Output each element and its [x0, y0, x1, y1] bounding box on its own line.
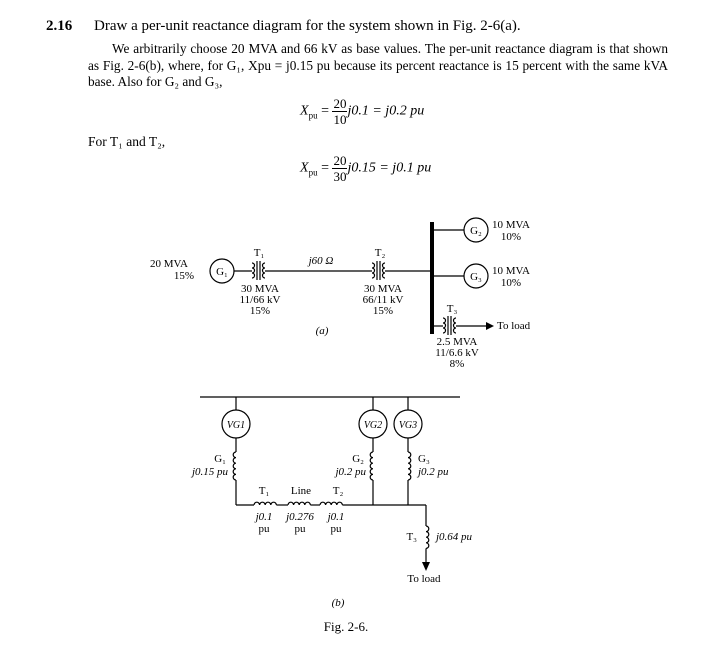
g3-reactance: 10% [501, 277, 521, 289]
vg3-source-circle [393, 409, 423, 439]
t1-symbol-b: T₁ [259, 485, 270, 497]
g1-symbol-a: G₁ [216, 266, 228, 278]
t2-voltage: 66/11 kV [363, 294, 404, 306]
g1-generator-circle [209, 258, 235, 284]
vg2-label: VG2 [364, 420, 382, 431]
eq1-lhs: X [300, 103, 309, 119]
figure-caption: Fig. 2-6. [324, 619, 368, 634]
t1-voltage: 11/66 kV [240, 294, 281, 306]
t3-secondary-coil [452, 317, 457, 334]
g3-generator-circle [463, 263, 489, 289]
equation-2: Xpu = 20 30 j0.15 = j0.1 pu [300, 153, 431, 184]
g2-reactance: 10% [501, 231, 521, 243]
t3-symbol-a: T₃ [447, 303, 458, 315]
eq2-equals: = [321, 160, 329, 176]
t1-reactance: 15% [250, 305, 270, 317]
load-arrow-b [422, 562, 430, 571]
g3-symbol-b: G₃ [418, 453, 430, 465]
t2-primary-coil [371, 262, 376, 279]
g3-value-b: j0.2 pu [416, 466, 449, 478]
t1-reactance-coil [253, 501, 277, 506]
g1-symbol-b: G₁ [214, 453, 226, 465]
eq2-lhs-sub: pu [308, 167, 318, 178]
g3-symbol-a: G₃ [470, 271, 482, 283]
eq2-denominator: 30 [333, 169, 347, 184]
for-t1-t2-label: For T₁ and T₂, [88, 134, 166, 149]
g3-rating: 10 MVA [492, 265, 530, 277]
line-impedance: j60 Ω [307, 255, 334, 267]
g1-reactance: 15% [174, 270, 194, 282]
eq1-lhs-sub: pu [308, 110, 318, 121]
g2-generator-circle [463, 217, 489, 243]
t2-reactance: 15% [373, 305, 393, 317]
t2-reactance-coil [319, 501, 343, 506]
eq2-lhs: X [300, 160, 309, 176]
vg3-label: VG3 [399, 420, 417, 431]
t2-symbol-b: T₂ [333, 485, 344, 497]
t2-symbol-a: T₂ [375, 247, 386, 259]
t1-value-b: j0.1 [254, 511, 273, 523]
load-arrow-a [486, 322, 494, 330]
line-symbol-b: Line [291, 485, 311, 497]
t2-rating: 30 MVA [364, 283, 402, 295]
t3-reactance: 8% [450, 358, 465, 370]
g2-symbol-a: G₂ [470, 225, 482, 237]
load-label-a: To load [497, 320, 531, 332]
vg1-label: VG1 [227, 420, 245, 431]
t1-symbol-a: T₁ [254, 247, 265, 259]
line-reactance-coil [287, 501, 311, 506]
g2-symbol-b: G₂ [352, 453, 364, 465]
problem-statement: Draw a per-unit reactance diagram for th… [94, 18, 521, 34]
vg1-source-circle [221, 409, 251, 439]
t1-unit-b: pu [259, 523, 271, 535]
line-value-b: j0.276 [284, 511, 314, 523]
t3-reactance-coil [425, 525, 430, 549]
eq1-denominator: 10 [333, 112, 347, 127]
t1-secondary-coil [261, 262, 266, 279]
g1-reactance-coil [232, 451, 237, 481]
t1-primary-coil [251, 262, 256, 279]
eq2-numerator: 20 [332, 153, 348, 169]
vg2-source-circle [358, 409, 388, 439]
problem-number: 2.16 [46, 18, 73, 34]
figure-a-caption: (a) [316, 325, 329, 337]
eq1-numerator: 20 [332, 96, 348, 112]
t3-primary-coil [442, 317, 447, 334]
g1-value-b: j0.15 pu [190, 466, 229, 478]
g2-reactance-coil [369, 451, 374, 481]
g2-value-b: j0.2 pu [333, 466, 366, 478]
t2-value-b: j0.1 [326, 511, 345, 523]
solution-paragraph: We arbitrarily choose 20 MVA and 66 kV a… [88, 41, 668, 89]
equation-1: Xpu = 20 10 j0.1 = j0.2 pu [300, 96, 424, 127]
g3-reactance-coil [407, 451, 412, 481]
t3-value-b: j0.64 pu [434, 531, 473, 543]
t3-rating: 2.5 MVA [437, 336, 478, 348]
eq1-equals: = [321, 103, 329, 119]
figure-b-caption: (b) [332, 597, 345, 609]
eq2-rhs: j0.15 = j0.1 pu [347, 160, 432, 176]
t3-voltage: 11/6.6 kV [435, 347, 479, 359]
g1-rating: 20 MVA [150, 258, 188, 270]
t2-secondary-coil [381, 262, 386, 279]
eq1-rhs: j0.1 = j0.2 pu [347, 103, 425, 119]
g2-rating: 10 MVA [492, 219, 530, 231]
load-label-b: To load [407, 573, 441, 585]
bus-bar-a [430, 222, 434, 334]
line-unit-b: pu [295, 523, 307, 535]
t3-symbol-b: T₃ [406, 531, 417, 543]
t2-unit-b: pu [331, 523, 343, 535]
t1-rating: 30 MVA [241, 283, 279, 295]
